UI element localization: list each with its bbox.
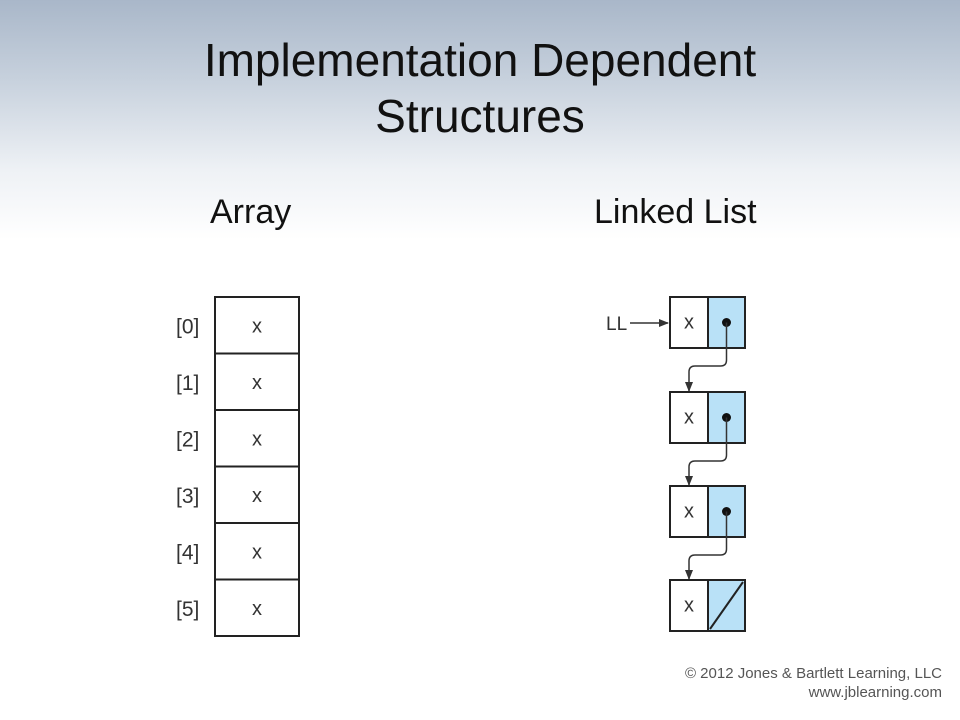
array-index-label: [4] <box>176 541 199 564</box>
next-pointer-arrow <box>685 322 728 392</box>
node-value-cell <box>669 296 709 349</box>
array-cell <box>214 465 300 524</box>
node-value: x <box>684 595 694 617</box>
array-index-label: [2] <box>176 428 199 451</box>
slide-title: Implementation Dependent Structures <box>0 32 960 144</box>
linked-list-diagram: LL x x x x <box>606 296 746 632</box>
array-index-label: [5] <box>176 598 199 621</box>
array-cell-value: x <box>252 598 262 620</box>
array-cell <box>214 352 300 411</box>
node-value-cell <box>669 391 709 444</box>
linked-list-head-label: LL <box>606 314 627 335</box>
array-cell-value: x <box>252 428 262 450</box>
node-value: x <box>684 312 694 334</box>
array-index-label: [0] <box>176 315 199 338</box>
linked-list-heading: Linked List <box>594 193 757 231</box>
node-value-cell <box>669 485 709 538</box>
publisher-url: www.jblearning.com <box>808 684 942 701</box>
array-cell-value: x <box>252 372 262 394</box>
copyright-text: © 2012 Jones & Bartlett Learning, LLC <box>684 665 942 682</box>
node-value: x <box>684 501 694 523</box>
array-index-label: [3] <box>176 485 199 508</box>
next-pointer-arrow <box>685 417 728 486</box>
array-cell-value: x <box>252 541 262 563</box>
array-cell <box>214 578 300 637</box>
array-diagram: [0] x [1] x [2] x [3] x [4] x [5] x <box>176 296 300 637</box>
array-cell-value: x <box>252 485 262 507</box>
array-cell <box>214 296 300 355</box>
copyright-notice: © 2012 Jones & Bartlett Learning, LLC ww… <box>685 664 942 702</box>
next-pointer-arrow <box>685 511 728 580</box>
array-cell-value: x <box>252 315 262 337</box>
null-pointer-slash <box>709 581 744 630</box>
slide-title-line-2: Structures <box>375 90 585 142</box>
node-value-cell <box>669 579 709 632</box>
array-index-label: [1] <box>176 372 199 395</box>
array-heading: Array <box>210 193 292 231</box>
node-value: x <box>684 407 694 429</box>
slide-title-line-1: Implementation Dependent <box>203 34 757 86</box>
